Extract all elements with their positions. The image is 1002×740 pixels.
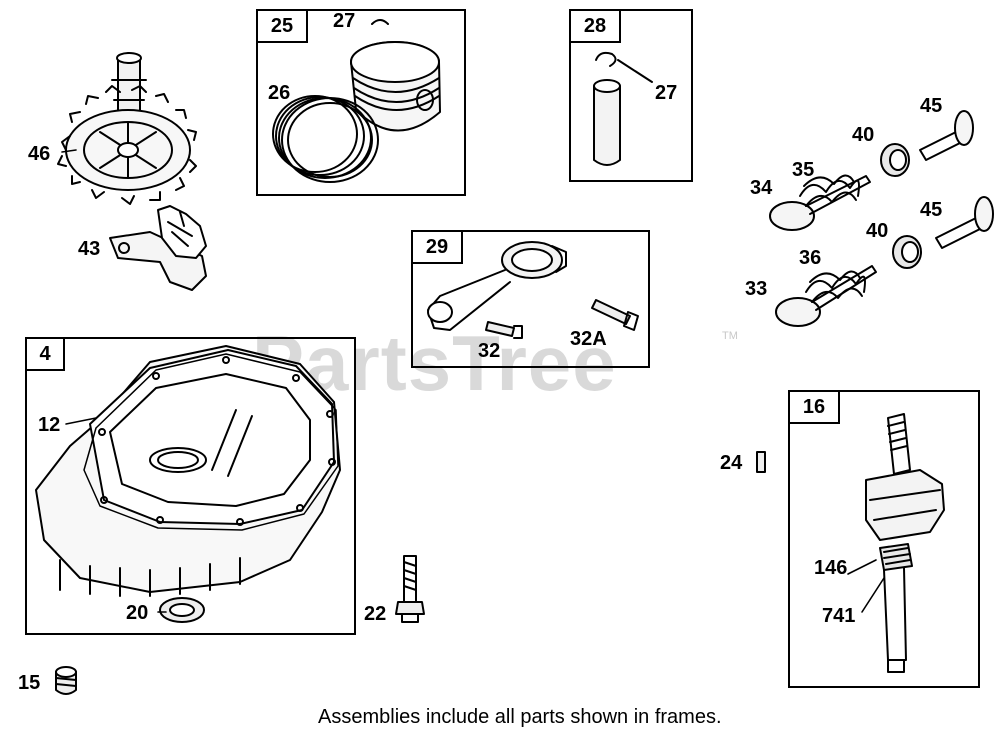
callout-40-top: 40 [852, 124, 875, 146]
rod-bolt-32-drawing [485, 321, 523, 339]
callout-24: 24 [720, 452, 743, 474]
frame-28-label: 28 [569, 9, 621, 43]
callout-46: 46 [28, 143, 51, 165]
piston-pin-clip-drawing [371, 19, 389, 25]
callout-40-bottom: 40 [866, 220, 889, 242]
callout-34: 34 [750, 177, 773, 199]
watermark-trademark: TM [722, 330, 738, 342]
valve-tappet-45b-drawing [935, 196, 994, 249]
callout-43: 43 [78, 238, 101, 260]
frame-25-label: 25 [256, 9, 308, 43]
frame-29-label: 29 [411, 230, 463, 264]
valve-tappet-45a-drawing [919, 110, 974, 161]
crankshaft-drawing [865, 413, 945, 673]
footer-note: Assemblies include all parts shown in fr… [318, 706, 722, 728]
callout-27-piston: 27 [333, 10, 356, 32]
gasket-drawing [83, 353, 339, 531]
valve-spring-35-drawing [799, 174, 860, 207]
callout-36: 36 [799, 247, 822, 269]
spring-retainer-40b-drawing [892, 235, 922, 269]
frame-29: 29 [411, 230, 650, 368]
callout-45-bottom: 45 [920, 199, 943, 221]
leader-146 [847, 559, 877, 575]
callout-35: 35 [792, 159, 815, 181]
callout-32: 32 [478, 340, 501, 362]
piston-pin-drawing [593, 51, 653, 166]
callout-33: 33 [745, 278, 768, 300]
leader-12 [65, 417, 97, 425]
callout-32A: 32A [570, 328, 607, 350]
intake-valve-drawing [769, 175, 871, 231]
connecting-rod-drawing [427, 241, 567, 331]
leader-741 [861, 577, 885, 613]
rod-bolt-32A-drawing [591, 299, 639, 331]
crank-key-drawing [756, 451, 766, 473]
valve-spring-36-drawing [805, 270, 866, 303]
frame-16: 16 [788, 390, 980, 688]
frame-16-label: 16 [788, 390, 840, 424]
frame-25: 25 [256, 9, 466, 196]
piston-rings-drawing [272, 95, 379, 183]
crankcase-drawing [35, 345, 341, 597]
frame-4-label: 4 [25, 337, 65, 371]
callout-20: 20 [126, 602, 149, 624]
frame-4: 4 [25, 337, 356, 635]
callout-15: 15 [18, 672, 41, 694]
oil-seal-drawing [159, 597, 205, 623]
callout-741: 741 [822, 605, 856, 627]
callout-146: 146 [814, 557, 848, 579]
callout-12: 12 [38, 414, 61, 436]
camshaft-gear-drawing [57, 52, 197, 205]
callout-45-top: 45 [920, 95, 943, 117]
callout-27-pin: 27 [655, 82, 678, 104]
pipe-plug-drawing [55, 666, 77, 695]
leader-46 [61, 149, 77, 153]
callout-26: 26 [268, 82, 291, 104]
spring-retainer-40a-drawing [880, 143, 910, 177]
crankcase-bolt-drawing [395, 555, 425, 623]
frame-28: 28 [569, 9, 693, 182]
governor-bracket-drawing [109, 205, 207, 291]
callout-22: 22 [364, 603, 387, 625]
